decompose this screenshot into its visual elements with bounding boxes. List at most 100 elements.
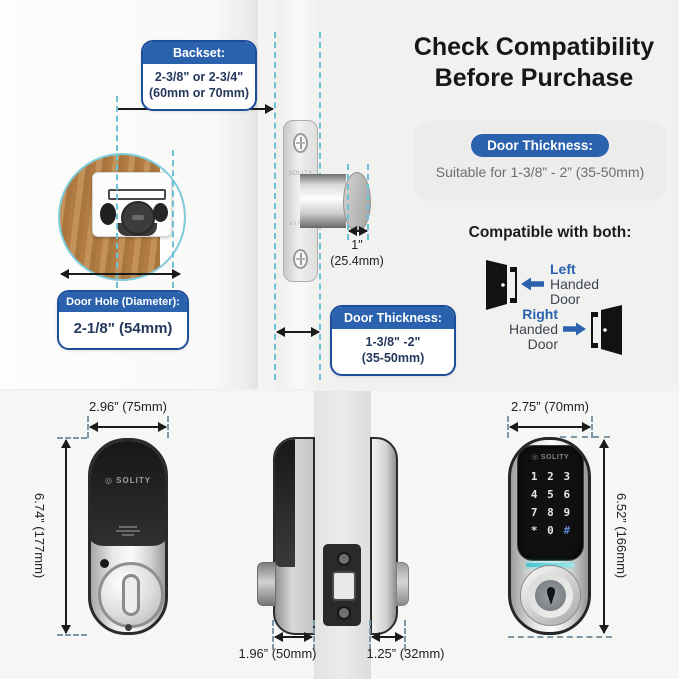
interior-depth-arrow [274,632,313,642]
keypad-key: 6 [563,488,571,501]
side-interior-front-face [275,439,295,567]
bore-right-guide [172,150,174,288]
left-door-word1: Left [550,261,576,277]
keypad-width-guide-right [591,416,593,438]
left-door-word2: Handed [550,276,600,292]
keypad-key: 7 [530,506,538,519]
keypad-key: 2 [547,470,554,483]
front-height-guide-top [57,437,87,439]
front-height-arrow [61,439,71,634]
keypad-height-guide-bottom [508,636,612,638]
door-thickness-pill: Door Thickness: [471,134,609,157]
mount-slot [108,189,166,200]
mount-hole-left [100,203,116,225]
bolt-guide-left [347,164,349,240]
front-height-label: 6.74” (177mm) [32,493,47,579]
keypad-width-guide-left [507,416,509,438]
right-door-word2: Handed [508,321,558,337]
exterior-depth-guide-right [404,620,406,650]
right-door-arrow-icon [563,322,586,336]
compatible-heading: Compatible with both: [468,224,632,241]
keypad-key: 3 [563,470,571,483]
door-thickness-suitable-text: Suitable for 1-3/8” - 2” (35-50mm) [435,164,645,180]
keypad-key: 0 [547,524,554,537]
door-thickness-badge-label: Door Thickness: [332,307,454,329]
front-width-guide-right [167,416,169,438]
backset-badge: Backset: 2-3/8" or 2-3/4" (60mm or 70mm) [141,40,257,111]
side-interior-unit [273,437,315,635]
keyhole-icon [547,587,555,595]
front-width-arrow [89,422,167,432]
keyhole-slot [547,593,555,605]
front-height-guide-bottom [57,634,87,636]
keypad-logo: ◎ SOLITY [518,453,583,461]
left-door-icon [486,260,517,310]
keypad-width-label: 2.75” (70mm) [510,399,590,414]
keypad-key: 8 [547,506,554,519]
right-door-label: Right Handed Door [486,307,558,352]
door-thickness-badge: Door Thickness: 1-3/8" -2" (35-50mm) [330,305,456,376]
keypad-panel: ◎ SOLITY 1 2 3 4 5 6 7 8 9 * 0 # [517,445,584,561]
door-hole-value: 2-1/8" (54mm) [73,320,173,337]
thumbturn-tab [122,574,140,616]
front-bottom-screw [125,624,132,631]
right-door-word3: Door [527,336,558,352]
left-door-arrow-icon [521,277,544,291]
right-door-icon [591,305,622,355]
keypad-height-guide-top [560,436,610,438]
front-sensor-dot [100,559,109,568]
keypad-width-arrow [509,422,591,432]
bolt-length-arrow [348,226,368,236]
side-cylinder-bump [396,562,409,606]
side-bolt-stub [257,562,276,606]
latch-screw-top [293,133,308,153]
thumbturn [98,562,164,628]
latch-screw-bottom [293,249,308,269]
page-title-line2: Before Purchase [434,64,634,92]
exterior-depth-guide-left [369,620,371,650]
front-width-label: 2.96” (75mm) [88,399,168,414]
speaker-slits [91,524,165,538]
door-thickness-line2: (35-50mm) [361,351,425,366]
tailpiece-hub [121,201,155,235]
door-thickness-line1: 1-3/8" -2" [365,335,421,349]
left-door-word3: Door [550,291,581,307]
key-cylinder-core [535,580,566,611]
keypad-height-label: 6.52” (166mm) [614,493,629,579]
door-thickness-card: Door Thickness: Suitable for 1-3/8” - 2”… [413,121,667,201]
front-lock-logo: ◎ SOLITY [91,476,165,485]
front-width-guide-left [87,416,89,438]
keypad-key: 4 [530,488,538,501]
interior-depth-guide-left [272,620,274,650]
door-face-return [258,0,276,389]
exterior-depth-label: 1.25” (32mm) [366,646,445,661]
page-title: Check Compatibility Before Purchase [393,32,675,94]
interior-depth-guide-right [313,620,315,650]
door-slab-side [314,391,371,679]
strike-screw-bottom [337,606,351,620]
door-hole-badge: Door Hole (Diameter): 2-1/8" (54mm) [57,290,189,350]
exterior-depth-arrow [371,632,404,642]
lock-mount-plate [92,172,172,237]
solity-logo-text: SOLITY [540,454,570,461]
door-edge-guide-left [274,32,276,380]
bore-hole-cutaway [58,153,186,281]
deadbolt-body [300,174,346,228]
bore-center-guide [116,96,118,288]
keypad-keys: 1 2 3 4 5 6 7 8 9 * 0 # [526,470,575,537]
keypad-key: 1 [530,470,538,483]
bolt-length-label: 1" (25.4mm) [330,238,384,268]
key-cylinder-mid [528,573,573,618]
strike-screw-top [337,552,351,566]
backset-badge-label: Backset: [143,42,255,64]
bolt-guide-right [367,164,369,240]
strike-plate [323,544,361,626]
key-cylinder-outer [520,565,581,626]
backset-value-line1: 2-3/8" or 2-3/4" [154,70,244,84]
door-hole-badge-label: Door Hole (Diameter): [59,292,187,312]
keypad-key-bluetooth: # [563,524,571,537]
page-title-line1: Check Compatibility [413,33,655,61]
right-door-word1: Right [522,306,558,322]
keypad-key: * [530,524,538,537]
